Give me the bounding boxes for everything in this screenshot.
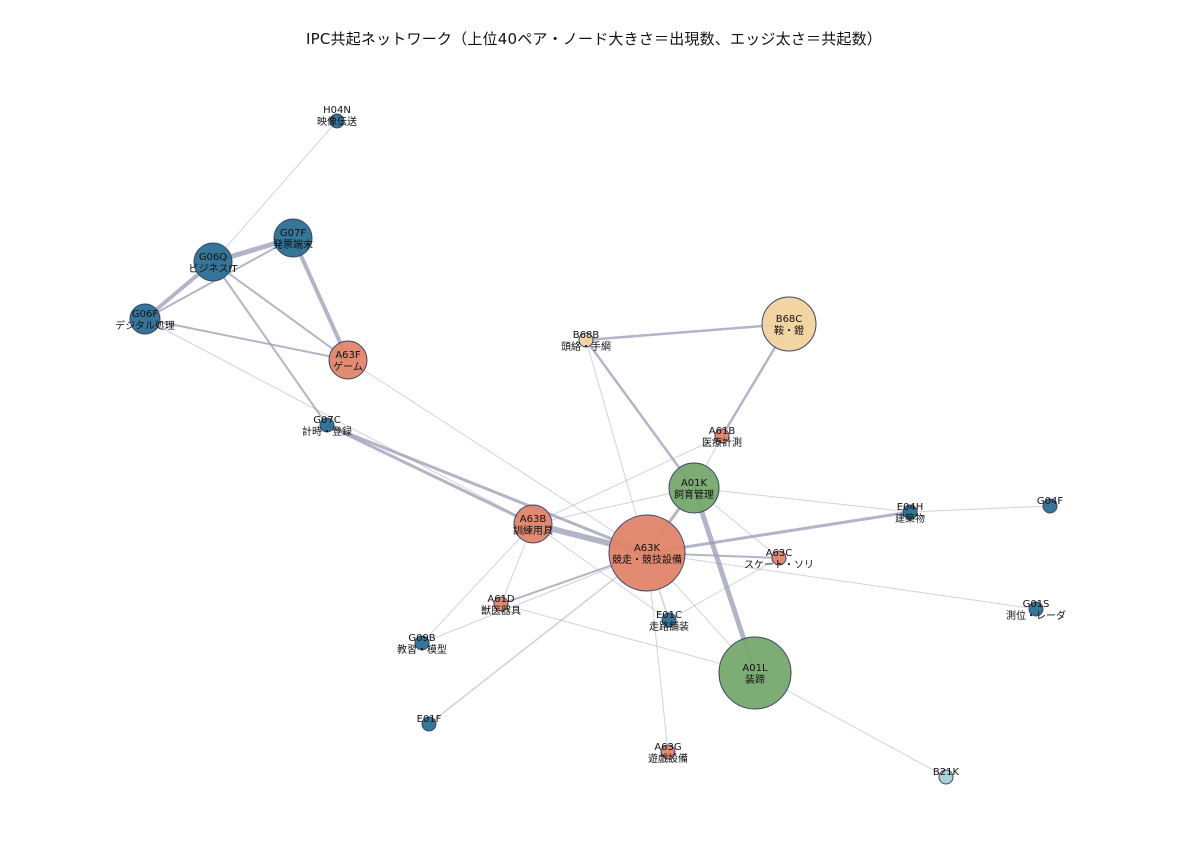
node-g06q [193,242,233,282]
node-g06f [129,303,161,335]
node-code-b68b: B68B [573,330,600,341]
edge-g06q-a63f [212,261,349,361]
edge-g07c-a63k [326,423,648,555]
edge-a01l-a61d [500,603,756,674]
node-a61d [493,596,509,612]
edge-a63b-a61b [532,435,723,525]
node-code-h04n: H04N [323,105,351,116]
node-code-e01f: E01F [417,714,442,725]
node-label-a63k: 競走・競技設備 [612,553,682,566]
edge-e04h-g04f [909,505,1051,513]
edge-g06f-a63f [144,318,349,361]
node-code-g07c: G07C [313,415,340,426]
node-label-a61b: 医療計測 [702,436,742,449]
node-a63c [771,550,787,566]
edge-a63k-e04h [646,510,911,555]
node-label-g06q: ビジネスIT [188,263,238,275]
node-label-a01l: 装蹄 [745,673,765,686]
node-label-a01k: 飼育管理 [674,488,714,501]
edge-g06q-h04n [212,120,338,263]
node-g07f [273,218,313,258]
node-label-b68c: 鞍・鐙 [774,324,804,337]
node-code-e04h: E04H [897,502,924,513]
edge-g06f-a63b [144,318,534,525]
node-label-a63b: 訓練用具 [513,524,553,537]
node-code-a61d: A61D [487,594,515,605]
edge-layer [143,120,1051,778]
node-code-a63k: A63K [634,543,661,554]
node-code-a01k: A01K [681,478,708,489]
node-a01k [668,462,720,514]
node-label-h04n: 映像伝送 [317,115,357,128]
edge-a63k-g01s [646,552,1037,610]
edge-a63k-g09b [421,552,648,644]
node-e01c [661,612,677,628]
edge-g07f-a63f [291,237,350,361]
node-a61b [714,428,730,444]
node-code-a63g: A63G [654,742,681,753]
node-g04f [1042,498,1058,514]
node-code-a61b: A61B [709,426,736,437]
node-code-b68c: B68C [776,314,803,325]
node-e04h [902,504,918,520]
node-label-g09b: 教習・模型 [397,643,447,656]
node-e01f [421,716,437,732]
node-label-a63g: 遊戯設備 [648,752,688,765]
edge-a63k-e01f [428,552,648,725]
node-code-g04f: G04F [1037,496,1063,507]
edge-g07c-a63b [326,423,534,526]
node-code-b21k: B21K [933,767,960,778]
node-g09b [414,635,430,651]
edge-g06q-g07c [212,261,328,426]
node-label-g01s: 測位・レーダ [1006,609,1066,622]
node-label-g06f: デジタル処理 [115,319,175,332]
node-a01l [718,636,792,710]
node-label-a63c: スケート・ソリ [744,559,814,571]
edge-a63c-e01c [668,557,780,621]
node-code-g09b: G09B [408,633,435,644]
node-code-e01c: E01C [656,610,682,621]
node-a63k [608,514,686,592]
node-b68c [761,296,817,352]
edge-a01k-e04h [693,487,911,513]
node-g01s [1028,601,1044,617]
node-code-g06q: G06Q [199,252,227,263]
edge-a63b-g09b [421,523,534,644]
node-b21k [938,769,954,785]
node-label-g07c: 計時・登録 [302,425,352,438]
node-a63f [328,340,368,380]
node-layer [129,113,1058,785]
node-label-b68b: 頭絡・手綱 [561,340,611,353]
node-a63b [513,504,553,544]
node-code-g07f: G07F [280,228,306,239]
node-code-g06f: G06F [132,309,158,320]
edge-a01k-b68b [584,339,696,489]
edge-b68b-b68c [585,322,790,342]
node-g07c [319,417,335,433]
node-label-a61d: 獣医器具 [481,604,521,617]
node-a63g [660,744,676,760]
chart-title: IPC共起ネットワーク（上位40ペア・ノード大きさ＝出現数、エッジ太さ＝共起数） [305,30,883,48]
node-label-e01c: 走路舗装 [649,620,689,633]
node-code-a63f: A63F [335,350,361,361]
node-label-a63f: ゲーム [333,361,363,373]
edge-a63b-e01c [532,523,670,621]
node-b68b [578,332,594,348]
node-h04n [329,113,345,129]
node-label-e04h: 建築物 [895,512,925,525]
node-code-a01l: A01L [742,663,768,674]
node-label-g07f: 発票端末 [273,238,313,251]
node-code-a63b: A63B [520,514,547,525]
edge-a63b-a01k [532,487,695,525]
node-code-a63c: A63C [766,548,793,559]
node-code-g01s: G01S [1023,599,1050,610]
edge-a63f-a63k [347,359,648,554]
